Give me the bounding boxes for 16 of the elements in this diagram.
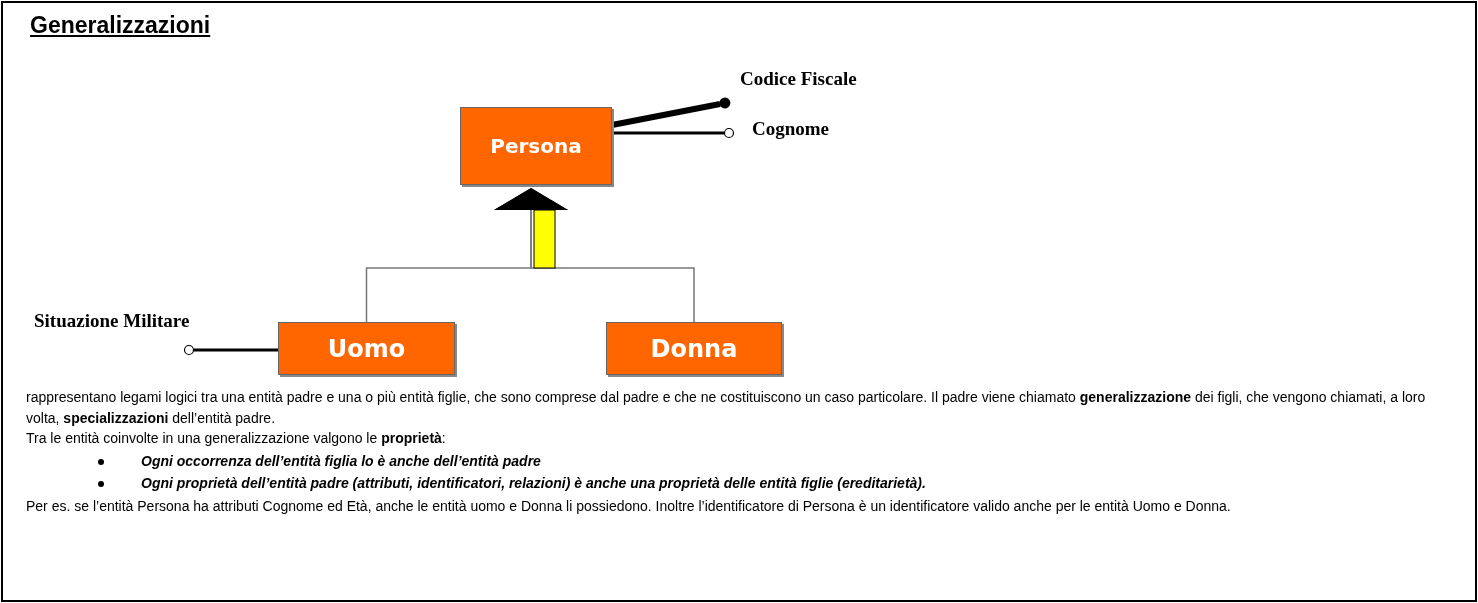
- attribute-connector: [183, 344, 278, 356]
- entity-box: Persona: [460, 107, 612, 185]
- attribute-connector: [611, 97, 731, 128]
- entity-box: Uomo: [278, 322, 455, 375]
- paragraph: rappresentano legami logici tra una entità padre e una o più entità figlie, che sono comprese dal padre e che ne costituiscono un caso particolare. Il padre viene chiamato generalizzazione dei figli, che vengono chiamati, a loro volta, specializzazioni dell’entità padre.: [26, 388, 1427, 428]
- generalization-connector: [494, 187, 695, 323]
- attribute-label: Situazione Militare: [34, 310, 190, 332]
- paragraph: Per es. se l’entità Persona ha attributi Cognome ed Età, anche le entità uomo e Donna li possiedono. Inoltre l’identificatore di Persona è un identificatore valido anche per le entità Uomo e Donna.: [26, 496, 1232, 516]
- bullet-text: Ogni proprietà dell’entità padre (attributi, identificatori, relazioni) è anche una proprietà delle entità figlie (ereditarietà).: [141, 475, 926, 491]
- attribute-label: Codice Fiscale: [740, 68, 857, 90]
- heading: Generalizzazioni: [30, 12, 211, 39]
- attribute-connector: [612, 127, 735, 139]
- bullet-text: Ogni occorrenza dell’entità figlia lo è anche dell’entità padre: [141, 452, 541, 469]
- paragraph: Tra le entità coinvolte in una generalizzazione valgono le proprietà:: [26, 429, 447, 448]
- entity-box: Donna: [606, 322, 782, 375]
- attribute-label: Cognome: [752, 118, 830, 140]
